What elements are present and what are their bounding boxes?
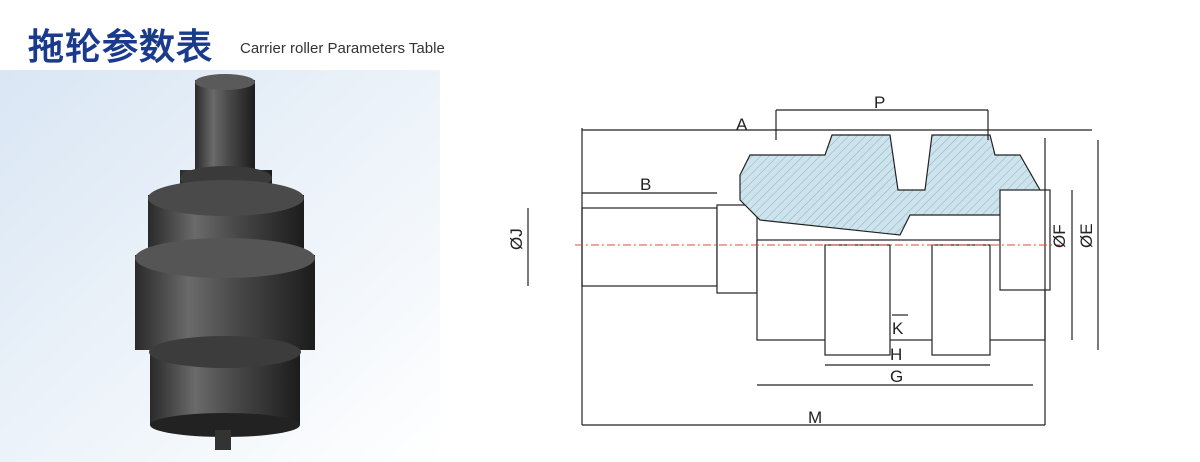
dim-b-label: B: [640, 175, 651, 194]
page-title-en: Carrier roller Parameters Table: [240, 40, 445, 57]
cross-section-drawing: A B P K H G M ØJ ØF ØE: [507, 93, 1099, 427]
dim-f-label: ØF: [1050, 224, 1069, 248]
dim-e-label: ØE: [1077, 223, 1096, 248]
dim-p-label: P: [874, 93, 885, 112]
carrier-roller-photo: [0, 70, 440, 462]
dim-j-label: ØJ: [507, 228, 526, 250]
dim-a-label: A: [736, 115, 748, 134]
dim-h-label: H: [890, 345, 902, 364]
dim-k-label: K: [892, 319, 904, 338]
dim-g-label: G: [890, 367, 903, 386]
page-title-cn: 拖轮参数表: [28, 27, 214, 68]
dim-m-label: M: [808, 408, 822, 427]
